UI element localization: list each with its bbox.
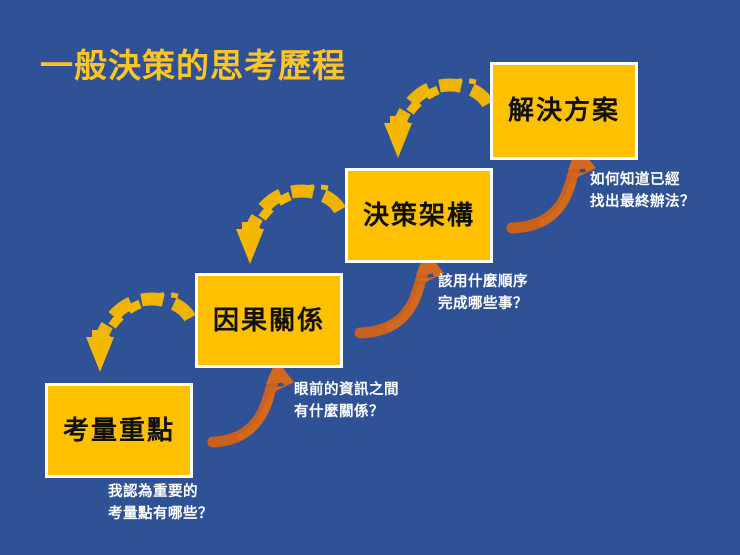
step-box-decision-framework[interactable]: 決策架構 bbox=[345, 168, 493, 263]
dashed-arrow-step1-to-step0 bbox=[86, 292, 196, 372]
caption-solution: 如何知道已經 找出最終辦法？ bbox=[590, 172, 695, 210]
step-box-solution[interactable]: 解決方案 bbox=[490, 62, 638, 160]
arrow-step0-to-step1 bbox=[207, 358, 294, 448]
caption-decision-framework: 該用什麼順序 完成哪些事？ bbox=[438, 274, 528, 312]
step-box-label: 決策架構 bbox=[362, 200, 475, 231]
caption-causality: 眼前的資訊之間 有什麼關係？ bbox=[294, 382, 399, 420]
dashed-arrow-step3-to-step2 bbox=[384, 78, 494, 158]
step-box-label: 因果關係 bbox=[212, 305, 325, 336]
dashed-arrow-step2-to-step1 bbox=[236, 184, 346, 264]
page-title: 一般決策的思考歷程 bbox=[40, 46, 346, 85]
step-box-consideration[interactable]: 考量重點 bbox=[45, 383, 193, 478]
step-box-causality[interactable]: 因果關係 bbox=[195, 273, 343, 368]
step-box-label: 考量重點 bbox=[62, 415, 175, 446]
caption-consideration: 我認為重要的 考量點有哪些？ bbox=[108, 484, 213, 522]
step-box-label: 解決方案 bbox=[507, 96, 620, 126]
